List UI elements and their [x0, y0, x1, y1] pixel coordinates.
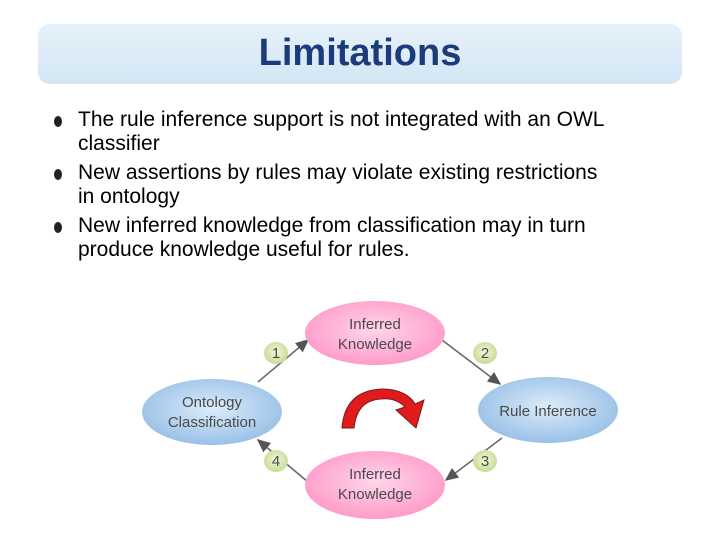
- rule-inference-node: Rule Inference: [478, 377, 618, 443]
- bullet-list: The rule inference support is not integr…: [48, 108, 688, 267]
- step-number: 2: [481, 345, 489, 362]
- cycle-arrow-icon: [341, 388, 425, 429]
- step-number: 1: [272, 345, 280, 362]
- node-label: Knowledge: [338, 336, 412, 353]
- step-badge: 4: [264, 450, 288, 472]
- bullet-line: classifier: [78, 132, 160, 155]
- bullet-line: New assertions by rules may violate exis…: [78, 161, 598, 184]
- step-number: 4: [272, 453, 280, 470]
- bullet-line: in ontology: [78, 185, 180, 208]
- bullet-item: New inferred knowledge from classificati…: [48, 214, 688, 262]
- title-banner: Limitations: [38, 24, 682, 84]
- page-title: Limitations: [258, 32, 462, 74]
- bullet-line: New inferred knowledge from classificati…: [78, 214, 586, 237]
- step-number: 3: [481, 453, 489, 470]
- node-label: Knowledge: [338, 486, 412, 503]
- bullet-dot-icon: [54, 222, 62, 233]
- bullet-line: produce knowledge useful for rules.: [78, 238, 410, 261]
- node-label: Rule Inference: [499, 403, 597, 420]
- top-knowledge-node: Inferred Knowledge: [305, 301, 445, 365]
- bullet-item: The rule inference support is not integr…: [48, 108, 688, 156]
- bullet-line: The rule inference support is not integr…: [78, 108, 605, 131]
- step-badge: 2: [473, 342, 497, 364]
- step-badge: 1: [264, 342, 288, 364]
- bullet-item: New assertions by rules may violate exis…: [48, 161, 688, 209]
- node-label: Inferred: [349, 466, 401, 483]
- step-badge: 3: [473, 450, 497, 472]
- node-label: Classification: [168, 414, 256, 431]
- node-label: Ontology: [182, 394, 243, 411]
- bullet-dot-icon: [54, 169, 62, 180]
- bullet-dot-icon: [54, 116, 62, 127]
- node-label: Inferred: [349, 316, 401, 333]
- ontology-classification-node: Ontology Classification: [142, 379, 282, 445]
- bottom-knowledge-node: Inferred Knowledge: [305, 451, 445, 519]
- connector-arrow: [441, 339, 502, 385]
